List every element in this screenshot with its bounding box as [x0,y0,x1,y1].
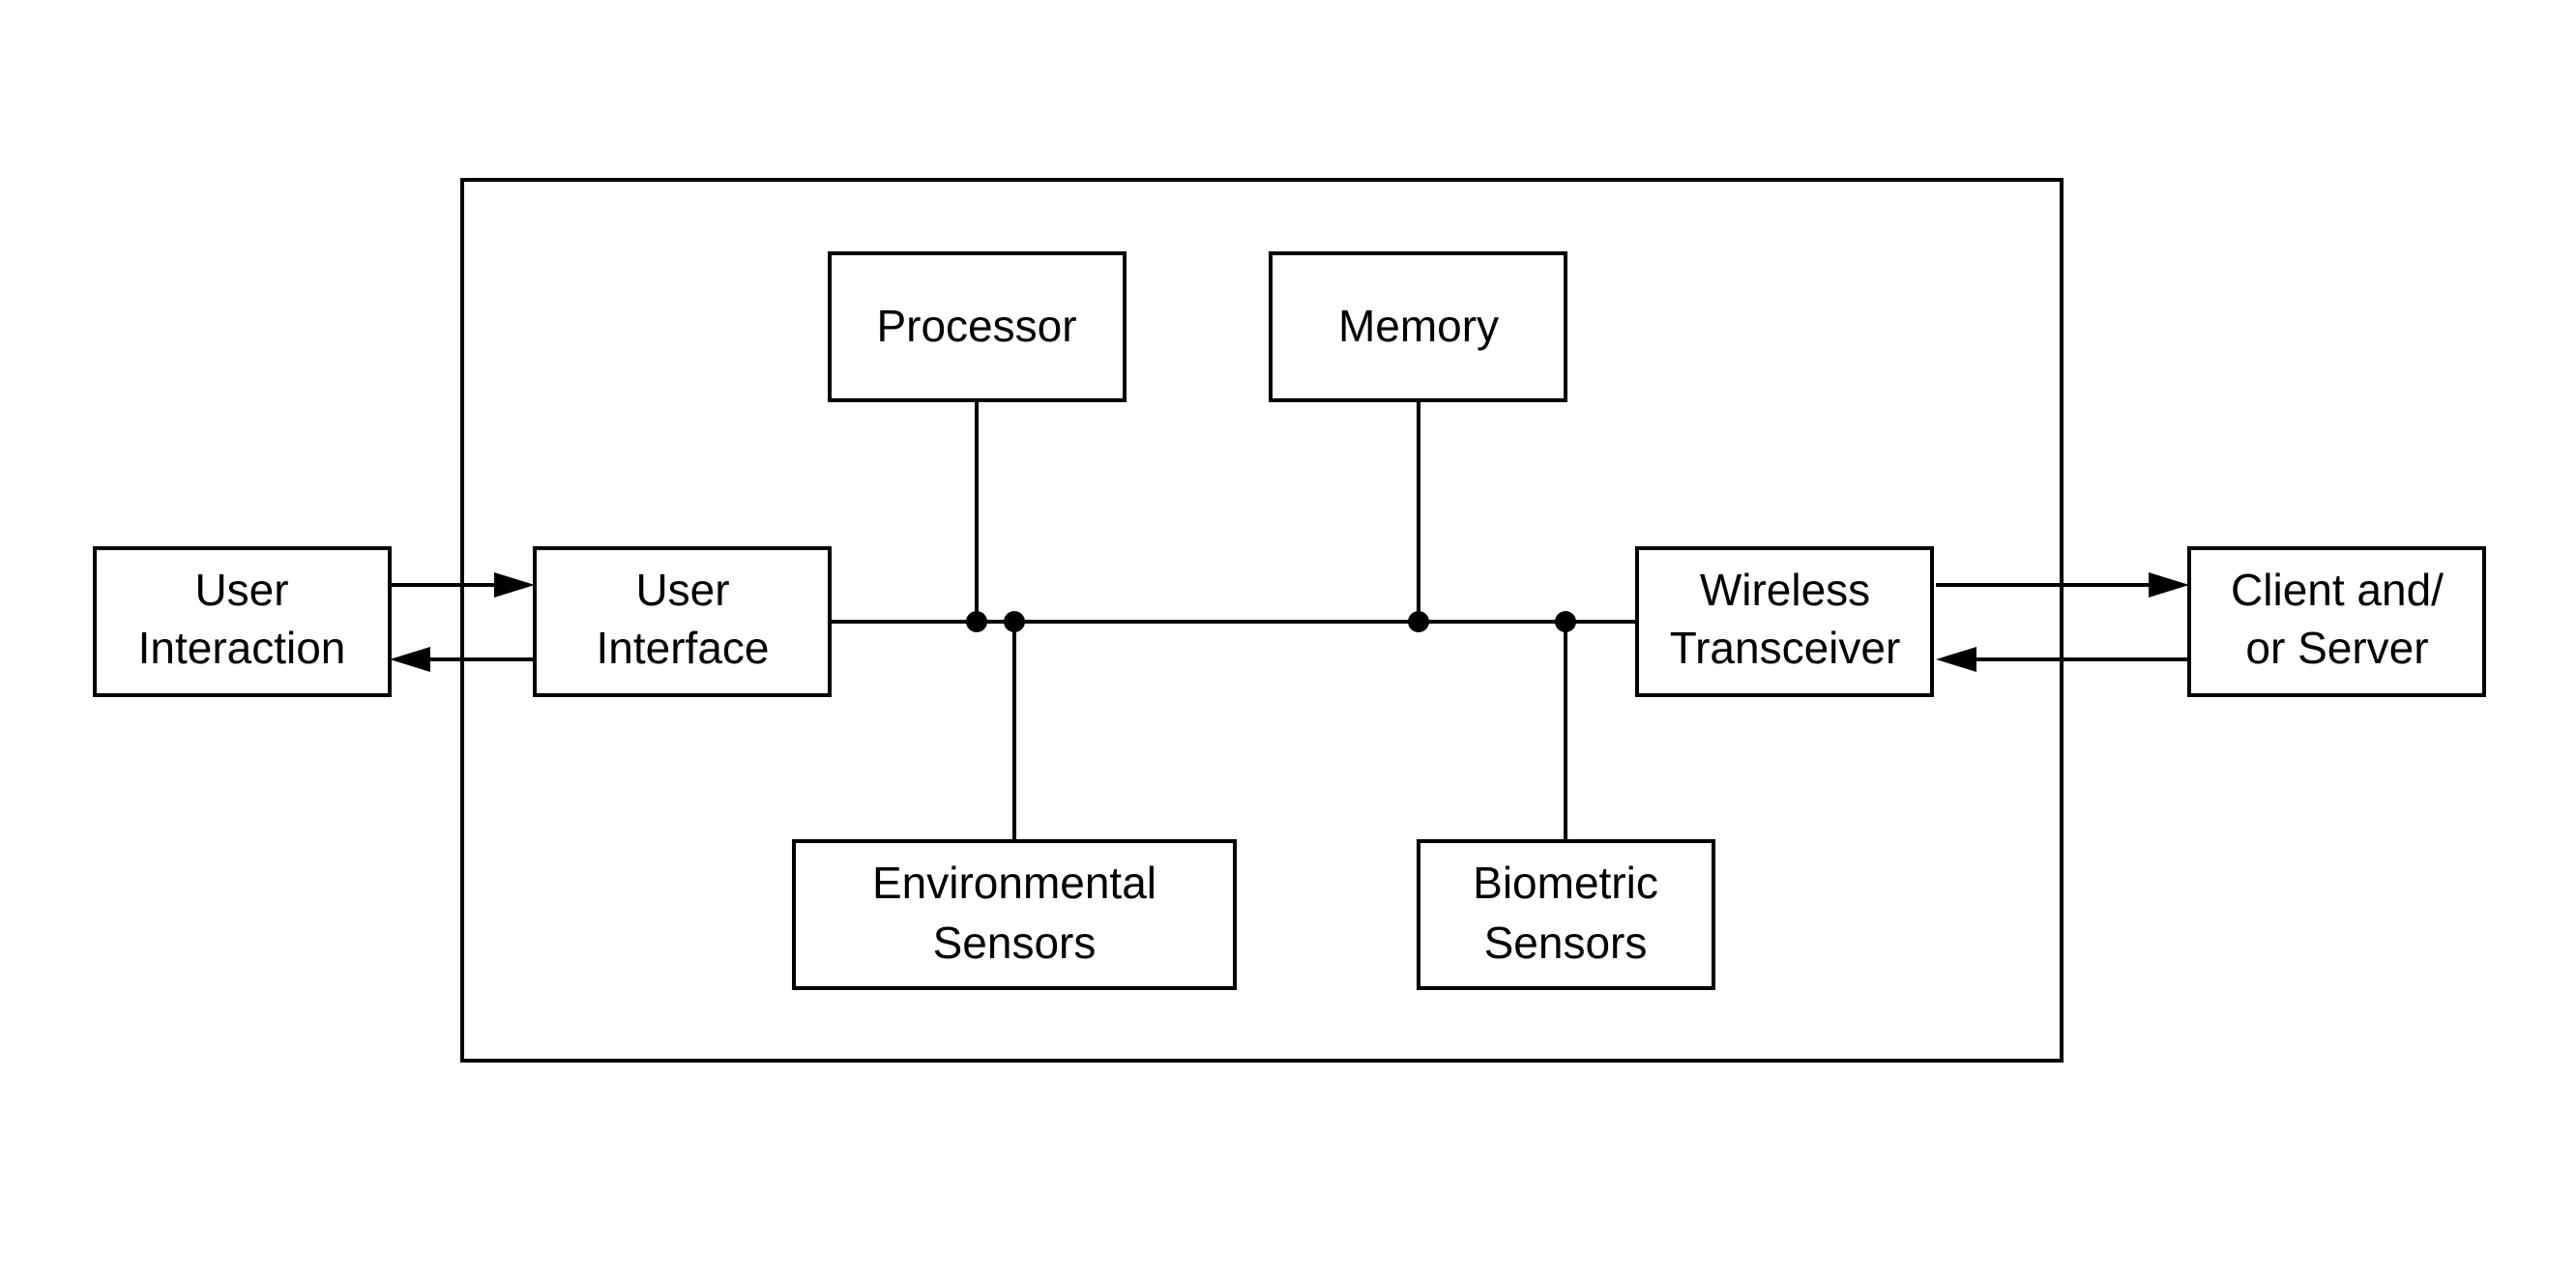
junction-dot-environmental [1004,611,1025,632]
environmental-sensors-block: Environmental Sensors [794,841,1235,988]
user-interaction-block: User Interaction [95,548,390,695]
junction-dot-processor [966,611,987,632]
user-interaction-label-line2: Interaction [138,623,346,673]
environmental-sensors-label-line2: Sensors [933,918,1097,968]
user-interface-block: User Interface [535,548,830,695]
client-server-block: Client and/ or Server [2189,548,2484,695]
client-server-label-line2: or Server [2245,623,2428,673]
wireless-transceiver-label-line1: Wireless [1700,565,1870,615]
junction-dot-biometric [1555,611,1576,632]
memory-label: Memory [1338,301,1499,351]
client-server-label-line1: Client and/ [2231,565,2444,615]
arrow-transceiver-to-server-head [2149,572,2189,598]
memory-block: Memory [1271,253,1566,400]
biometric-sensors-label-line2: Sensors [1484,918,1648,968]
arrow-interaction-to-interface-head [494,572,535,598]
junction-dot-memory [1408,611,1429,632]
user-interaction-label-line1: User [194,565,288,615]
arrow-server-to-transceiver-head [1936,647,1976,672]
processor-block: Processor [830,253,1125,400]
biometric-sensors-block: Biometric Sensors [1419,841,1713,988]
user-interface-label-line1: User [635,565,729,615]
wireless-transceiver-label-line2: Transceiver [1670,623,1901,673]
arrow-interface-to-interaction-head [390,647,430,672]
biometric-sensors-label-line1: Biometric [1473,858,1658,908]
processor-label: Processor [876,301,1076,351]
environmental-sensors-label-line1: Environmental [872,858,1156,908]
user-interface-label-line2: Interface [597,623,770,673]
wireless-transceiver-block: Wireless Transceiver [1637,548,1932,695]
